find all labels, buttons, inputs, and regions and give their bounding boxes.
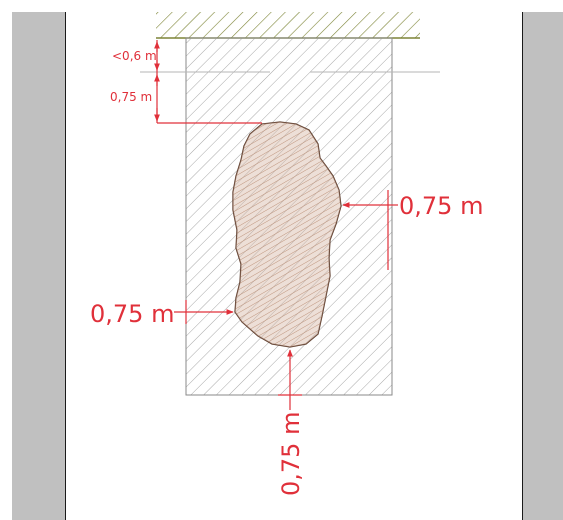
ground-surface — [156, 12, 420, 39]
dim-right-offset: 0,75 m — [399, 192, 483, 220]
excavation-fill — [233, 122, 341, 347]
excavation-body — [232, 121, 342, 348]
bottom-dimension — [278, 349, 302, 410]
dim-top-small: <0,6 m — [112, 49, 157, 63]
right-dimension — [342, 190, 398, 270]
right-margin-panel — [522, 12, 563, 520]
dim-bottom-offset: 0,75 m — [277, 412, 305, 496]
left-dimension — [174, 300, 234, 324]
dim-top-clearance: 0,75 m — [110, 90, 152, 104]
dim-left-offset: 0,75 m — [90, 300, 174, 328]
top-dimension-chain — [154, 40, 262, 124]
left-margin-panel — [12, 12, 66, 520]
